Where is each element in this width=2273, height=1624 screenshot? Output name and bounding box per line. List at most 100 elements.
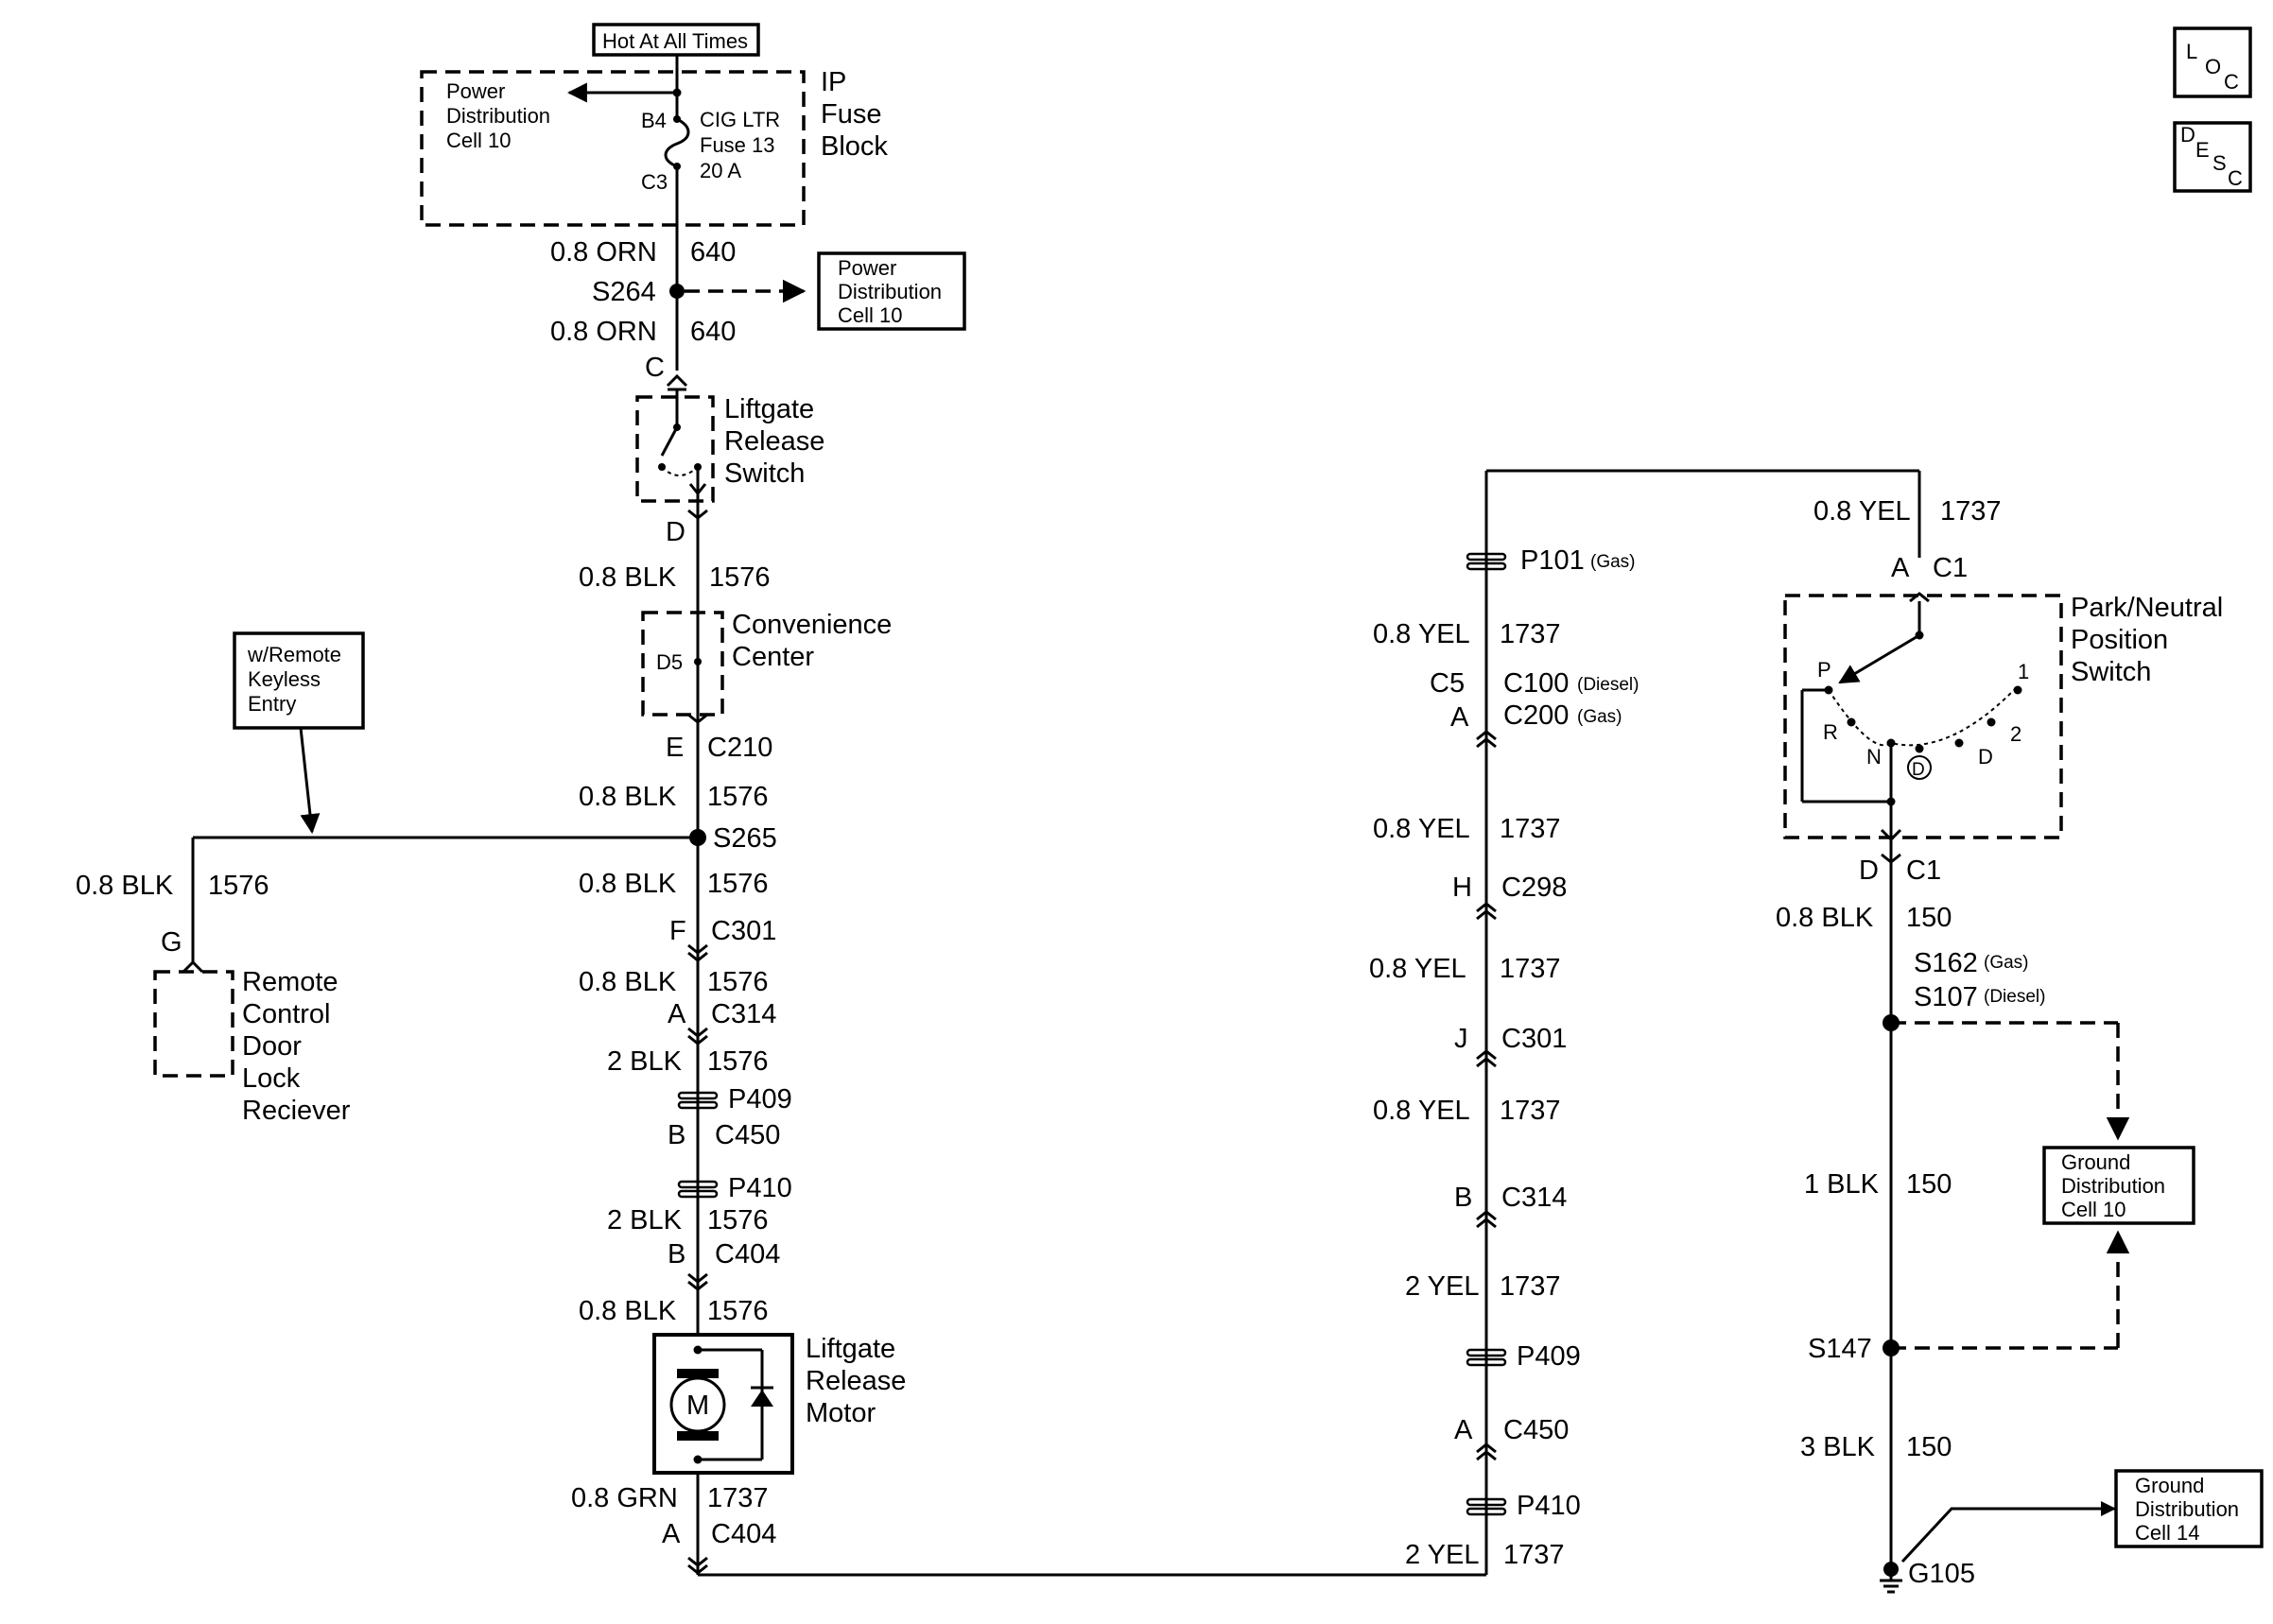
svg-text:C450: C450: [715, 1120, 780, 1150]
svg-text:J: J: [1454, 1024, 1468, 1054]
svg-text:2 YEL: 2 YEL: [1405, 1271, 1479, 1302]
ip-fuse-block: IP Fuse Block: [420, 67, 888, 227]
svg-text:P101: P101: [1520, 545, 1585, 576]
svg-text:0.8 GRN: 0.8 GRN: [571, 1483, 678, 1513]
svg-text:0.8 BLK: 0.8 BLK: [76, 871, 174, 901]
svg-text:0.8 YEL: 0.8 YEL: [1813, 496, 1911, 527]
svg-text:0.8 BLK: 0.8 BLK: [579, 967, 677, 997]
svg-text:A: A: [1454, 1415, 1473, 1445]
svg-text:1576: 1576: [707, 1296, 769, 1326]
fuse-pd-cell-10-ref[interactable]: Power Distribution Cell 10: [446, 79, 550, 152]
svg-text:1737: 1737: [1500, 1096, 1561, 1126]
svg-text:150: 150: [1906, 903, 1952, 933]
svg-text:A: A: [668, 999, 686, 1029]
svg-text:Cell 14: Cell 14: [2135, 1521, 2199, 1545]
splice-s264: [669, 284, 685, 299]
svg-text:0.8 YEL: 0.8 YEL: [1369, 954, 1466, 984]
p410-yel: P410: [1466, 1491, 1581, 1521]
svg-text:Keyless: Keyless: [248, 667, 321, 691]
svg-text:1576: 1576: [707, 967, 769, 997]
p409-main: P409: [677, 1084, 792, 1114]
svg-text:B4: B4: [641, 109, 667, 132]
splice-s147: [1883, 1339, 1900, 1356]
svg-text:Liftgate: Liftgate: [724, 394, 814, 424]
svg-text:Ground: Ground: [2135, 1474, 2204, 1497]
svg-text:(Gas): (Gas): [1577, 707, 1622, 727]
svg-text:C200: C200: [1503, 700, 1569, 731]
svg-text:Cell 10: Cell 10: [2061, 1198, 2126, 1221]
svg-text:Hot At All Times: Hot At All Times: [602, 29, 748, 53]
svg-text:Switch: Switch: [724, 458, 805, 489]
svg-text:S107: S107: [1914, 982, 1978, 1012]
power-distribution-cell-10-ref[interactable]: Power Distribution Cell 10: [817, 251, 966, 331]
svg-text:1737: 1737: [1500, 814, 1561, 844]
svg-text:D: D: [1978, 745, 1993, 769]
svg-text:B: B: [1454, 1183, 1472, 1213]
svg-text:Release: Release: [806, 1366, 906, 1396]
svg-text:3 BLK: 3 BLK: [1800, 1432, 1876, 1462]
svg-text:S: S: [2212, 151, 2227, 175]
svg-text:1737: 1737: [1503, 1540, 1565, 1570]
svg-text:Control: Control: [242, 999, 331, 1029]
p101: P101 (Gas): [1466, 545, 1636, 576]
svg-text:2 BLK: 2 BLK: [607, 1205, 683, 1235]
svg-text:B: B: [668, 1120, 685, 1150]
desc-icon[interactable]: D E S C: [2173, 121, 2252, 193]
svg-text:0.8 ORN: 0.8 ORN: [550, 237, 657, 268]
ground-distribution-cell-10-ref[interactable]: Ground Distribution Cell 10: [2042, 1146, 2195, 1225]
svg-text:1576: 1576: [707, 869, 769, 899]
svg-text:Switch: Switch: [2071, 657, 2151, 687]
svg-text:0.8 YEL: 0.8 YEL: [1373, 814, 1470, 844]
svg-text:C450: C450: [1503, 1415, 1569, 1445]
svg-text:Park/Neutral: Park/Neutral: [2071, 593, 2223, 623]
svg-text:Release: Release: [724, 426, 824, 457]
svg-text:P409: P409: [728, 1084, 792, 1114]
svg-text:P410: P410: [728, 1173, 792, 1203]
svg-text:B: B: [668, 1239, 685, 1270]
svg-text:2 YEL: 2 YEL: [1405, 1540, 1479, 1570]
svg-text:Fuse 13: Fuse 13: [700, 133, 775, 157]
svg-text:Fuse: Fuse: [821, 99, 881, 130]
fuse-13: B4 C3 CIG LTR Fuse 13 20 A: [641, 93, 780, 225]
svg-text:Distribution: Distribution: [2135, 1497, 2239, 1521]
svg-text:(Diesel): (Diesel): [1577, 675, 1639, 695]
svg-text:E: E: [666, 733, 684, 763]
svg-text:F: F: [669, 916, 686, 946]
svg-text:Reciever: Reciever: [242, 1096, 351, 1126]
ground-distribution-cell-14-ref[interactable]: Ground Distribution Cell 14: [2114, 1469, 2264, 1548]
svg-text:0.8 BLK: 0.8 BLK: [579, 869, 677, 899]
svg-text:640: 640: [690, 317, 736, 347]
svg-text:150: 150: [1906, 1169, 1952, 1200]
svg-text:P409: P409: [1517, 1341, 1581, 1372]
svg-text:Block: Block: [821, 131, 888, 162]
svg-text:H: H: [1452, 872, 1472, 903]
svg-text:D: D: [1912, 760, 1925, 780]
svg-text:S264: S264: [592, 277, 656, 307]
svg-text:C314: C314: [711, 999, 776, 1029]
liftgate-release-motor: M Liftgate Release Motor: [652, 1333, 906, 1475]
svg-text:1576: 1576: [208, 871, 269, 901]
svg-text:Center: Center: [732, 642, 814, 672]
svg-text:A: A: [1450, 702, 1469, 733]
svg-text:w/Remote: w/Remote: [247, 643, 341, 666]
svg-text:1737: 1737: [1500, 619, 1561, 649]
loc-icon[interactable]: L O C: [2173, 26, 2252, 98]
svg-text:C210: C210: [707, 733, 772, 763]
svg-text:IP: IP: [821, 67, 846, 97]
svg-text:1737: 1737: [707, 1483, 769, 1513]
svg-text:C404: C404: [715, 1239, 780, 1270]
svg-text:L: L: [2186, 40, 2197, 63]
svg-text:C1: C1: [1906, 855, 1941, 886]
svg-text:A: A: [1891, 553, 1910, 583]
svg-text:Power: Power: [446, 79, 505, 103]
svg-text:Entry: Entry: [248, 692, 296, 716]
svg-text:C404: C404: [711, 1519, 776, 1549]
svg-text:0.8 YEL: 0.8 YEL: [1373, 619, 1470, 649]
p409-yel: P409: [1466, 1341, 1581, 1372]
svg-text:1 BLK: 1 BLK: [1804, 1169, 1880, 1200]
svg-text:Distribution: Distribution: [446, 104, 550, 128]
svg-text:1576: 1576: [707, 782, 769, 812]
svg-text:Ground: Ground: [2061, 1150, 2130, 1174]
svg-text:C: C: [645, 353, 665, 383]
